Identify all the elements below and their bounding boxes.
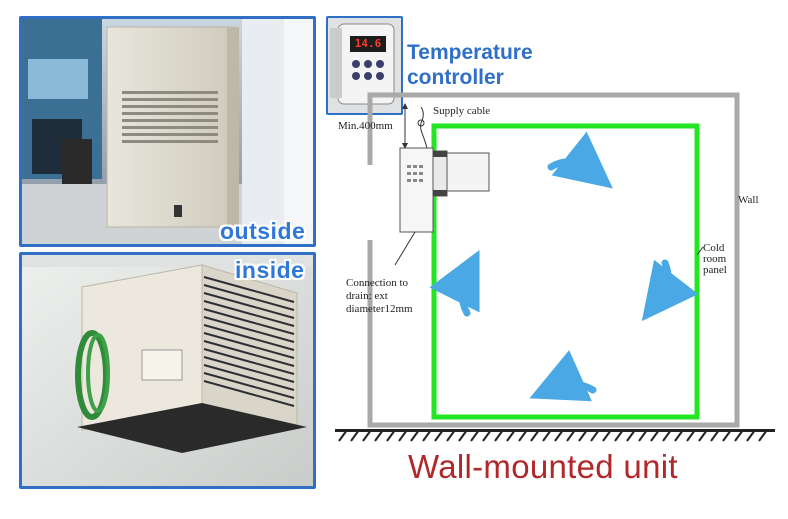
supply-cable — [420, 106, 428, 150]
installation-diagram — [335, 92, 775, 442]
airflow-arrow-top — [547, 131, 613, 189]
wall-label: Wall — [738, 194, 759, 206]
ground-hatch — [338, 429, 768, 442]
cold-room-panel-label: Cold room panel — [703, 242, 727, 276]
airflow-arrow-bottom — [529, 350, 597, 402]
ground-line — [335, 429, 775, 432]
controller-display: 14.6 — [354, 37, 382, 50]
inside-caption: inside — [235, 257, 305, 283]
temperature-controller-label: Temperature controller — [407, 41, 533, 89]
supply-cable-label: Supply cable — [433, 105, 491, 117]
airflow-arrow-right — [641, 259, 699, 322]
outdoor-section — [399, 147, 434, 233]
inside-unit-photo: inside — [19, 252, 316, 489]
airflow-arrow-left — [429, 249, 480, 317]
outer-wall — [367, 92, 740, 428]
min-distance-label: Min.400mm — [338, 120, 393, 132]
temperature-controller-photo: 14.6 — [326, 16, 403, 115]
airflow-arrows — [429, 131, 699, 402]
page-title: Wall-mounted unit — [408, 448, 678, 485]
drain-connection-label: Connection to drain: ext diameter12mm — [346, 277, 413, 315]
indoor-section — [432, 150, 448, 197]
drain-pointer — [394, 231, 416, 266]
outside-caption: outside — [220, 218, 306, 244]
outside-unit-photo: outside — [19, 16, 316, 247]
